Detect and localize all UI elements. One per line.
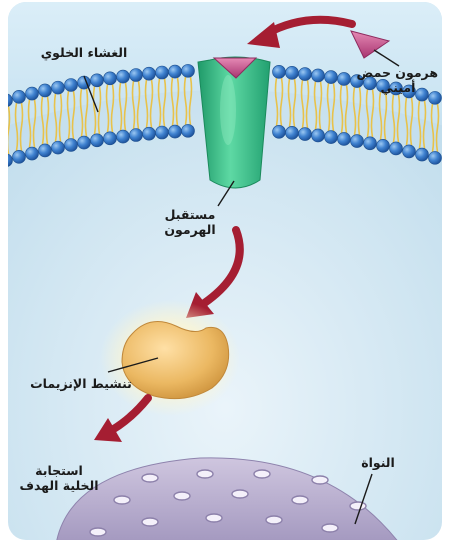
phospholipid-head: [65, 138, 78, 151]
hormone-label-line2: أميني: [358, 80, 438, 95]
lipid-tail: [3, 106, 5, 154]
phospholipid-head: [104, 132, 117, 145]
phospholipid-head: [156, 66, 169, 79]
phospholipid-head: [78, 136, 91, 149]
phospholipid-head: [0, 154, 13, 167]
receptor-label-line1: مستقبل: [150, 207, 230, 222]
phospholipid-head: [117, 70, 130, 83]
receptor-label: مستقبل الهرمون: [150, 207, 230, 237]
phospholipid-head: [364, 137, 377, 150]
nuclear-pore: [142, 518, 158, 526]
nuclear-pore: [350, 502, 366, 510]
hormone-label: هرمون حمض أميني: [358, 65, 438, 95]
cell-membrane-text: الغشاء الخلوي: [41, 45, 128, 60]
nuclear-pore: [114, 496, 130, 504]
phospholipid-head: [325, 131, 338, 144]
phospholipid-head: [403, 145, 416, 158]
phospholipid-head: [299, 128, 312, 141]
phospholipid-head: [52, 141, 65, 154]
phospholipid-head: [338, 132, 351, 145]
phospholipid-head: [26, 87, 39, 100]
phospholipid-head: [338, 72, 351, 85]
hormone-label-line1: هرمون حمض: [358, 65, 438, 80]
phospholipid-head: [429, 151, 442, 164]
enzyme-label: تنشيط الإنزيمات: [16, 376, 146, 391]
response-label-line1: استجابة: [14, 463, 104, 478]
response-label-line2: الخلية الهدف: [14, 478, 104, 493]
nuclear-pore: [197, 470, 213, 478]
phospholipid-head: [299, 68, 312, 81]
phospholipid-head: [117, 130, 130, 143]
response-label: استجابة الخلية الهدف: [14, 463, 104, 493]
phospholipid-head: [377, 139, 390, 152]
phospholipid-head: [286, 66, 299, 79]
phospholipid-head: [182, 124, 195, 137]
phospholipid-head: [312, 69, 325, 82]
nuclear-pore: [292, 496, 308, 504]
nuclear-pore: [254, 470, 270, 478]
cell-membrane-label: الغشاء الخلوي: [34, 45, 134, 60]
phospholipid-head: [91, 74, 104, 87]
phospholipid-head: [182, 64, 195, 77]
phospholipid-head: [130, 69, 143, 82]
nuclear-pore: [232, 490, 248, 498]
phospholipid-head: [325, 71, 338, 84]
phospholipid-head: [26, 147, 39, 160]
phospholipid-head: [13, 90, 26, 103]
phospholipid-head: [286, 126, 299, 139]
phospholipid-head: [91, 134, 104, 147]
nuclear-pore: [266, 516, 282, 524]
phospholipid-head: [169, 125, 182, 138]
nuclear-pore: [312, 476, 328, 484]
receptor-label-line2: الهرمون: [150, 222, 230, 237]
receptor-highlight: [220, 75, 236, 145]
phospholipid-head: [156, 126, 169, 139]
enzyme-label-text: تنشيط الإنزيمات: [30, 376, 132, 391]
nuclear-pore: [174, 492, 190, 500]
phospholipid-head: [351, 135, 364, 148]
nuclear-pore: [322, 524, 338, 532]
phospholipid-head: [0, 94, 13, 107]
nuclear-pore: [90, 528, 106, 536]
phospholipid-head: [390, 142, 403, 155]
phospholipid-head: [13, 150, 26, 163]
phospholipid-head: [312, 129, 325, 142]
phospholipid-head: [143, 67, 156, 80]
phospholipid-head: [39, 84, 52, 97]
nuclear-pore: [142, 474, 158, 482]
phospholipid-head: [416, 148, 429, 161]
phospholipid-head: [169, 65, 182, 78]
phospholipid-head: [273, 65, 286, 78]
nucleus-label-text: النواة: [361, 455, 395, 470]
phospholipid-head: [143, 127, 156, 140]
nucleus-label: النواة: [348, 455, 408, 470]
phospholipid-head: [65, 78, 78, 91]
phospholipid-head: [104, 72, 117, 85]
phospholipid-head: [39, 144, 52, 157]
phospholipid-head: [273, 125, 286, 138]
phospholipid-head: [52, 81, 65, 94]
phospholipid-head: [130, 129, 143, 142]
nuclear-pore: [206, 514, 222, 522]
